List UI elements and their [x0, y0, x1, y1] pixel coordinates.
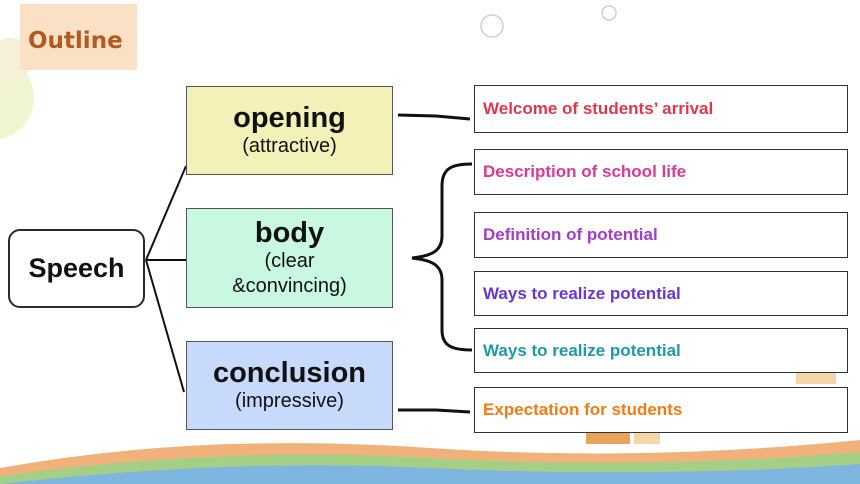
point-text: Description of school life	[483, 162, 687, 181]
connector-speech-conclusion	[145, 259, 185, 393]
point-box: Description of school life	[474, 149, 848, 195]
section-opening: opening (attractive)	[186, 86, 393, 175]
outline-title: Outline	[28, 28, 123, 54]
point-box: Definition of potential	[474, 212, 848, 258]
point-text: Ways to realize potential	[483, 283, 681, 303]
deco-ring	[601, 5, 617, 21]
outline-tag-background	[20, 4, 137, 70]
speech-label: Speech	[28, 253, 125, 283]
section-body-title: body	[254, 217, 325, 249]
point-text: Ways to realize potential	[483, 340, 681, 360]
section-opening-title: opening	[233, 102, 346, 134]
section-body: body (clear &convincing)	[186, 208, 393, 308]
deco-wave	[0, 464, 860, 484]
speech-node: Speech	[8, 229, 145, 308]
curly-brace	[411, 162, 473, 352]
section-body-subtitle: (clear &convincing)	[232, 250, 347, 297]
point-text: Definition of potential	[483, 225, 658, 244]
point-text: Welcome of students’ arrival	[483, 99, 714, 118]
deco-ring	[480, 14, 504, 38]
section-opening-subtitle: (attractive)	[242, 135, 337, 157]
point-box: Ways to realize potential	[474, 271, 848, 316]
point-box: Expectation for students	[474, 387, 848, 433]
section-conclusion-subtitle: (impressive)	[235, 390, 344, 412]
section-conclusion: conclusion (impressive)	[186, 341, 393, 430]
connector-speech-opening	[145, 165, 187, 261]
point-text: Expectation for students	[483, 400, 683, 419]
point-box: Welcome of students’ arrival	[474, 85, 848, 133]
connector-conclusion-point	[398, 408, 471, 414]
point-box: Ways to realize potential	[474, 328, 848, 373]
connector-opening-point	[397, 113, 471, 121]
section-conclusion-title: conclusion	[212, 357, 367, 389]
